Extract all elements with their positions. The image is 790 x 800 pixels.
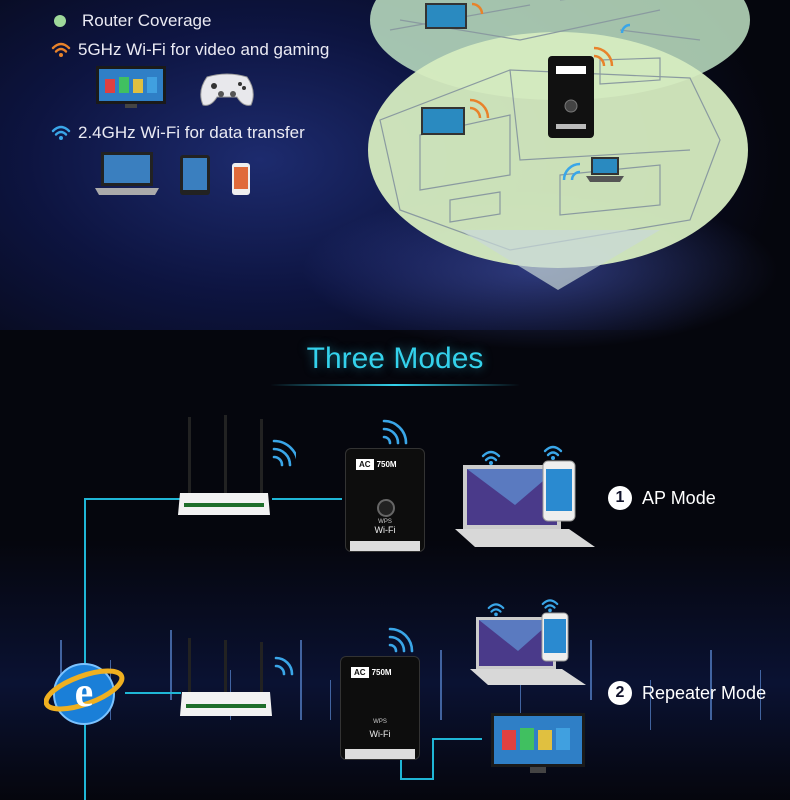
devices-24ghz bbox=[95, 150, 251, 196]
tv-icon bbox=[96, 66, 166, 108]
connector-line bbox=[400, 778, 434, 780]
internet-icon: e bbox=[44, 663, 125, 725]
legend-5ghz: 5GHz Wi-Fi for video and gaming bbox=[50, 37, 370, 63]
wifi-orange-icon bbox=[51, 42, 71, 57]
connector-line bbox=[432, 738, 482, 740]
connector-line bbox=[272, 498, 342, 500]
connector-line bbox=[84, 498, 180, 500]
svg-text:e: e bbox=[75, 670, 94, 716]
legend-5ghz-label: 5GHz Wi-Fi for video and gaming bbox=[78, 40, 330, 59]
section-title: Three Modes bbox=[306, 342, 484, 375]
device-badge: AC bbox=[351, 667, 369, 678]
mode-number: 2 bbox=[608, 681, 632, 705]
device-unit-ap: AC 750M WPS Wi-Fi bbox=[345, 448, 425, 552]
wifi-blue-icon bbox=[481, 450, 501, 465]
legend-24ghz: 2.4GHz Wi-Fi for data transfer bbox=[50, 120, 370, 146]
wps-label: WPS bbox=[373, 719, 387, 725]
wps-button bbox=[377, 499, 395, 517]
tv-icon bbox=[491, 713, 585, 773]
legend: Router Coverage 5GHz Wi-Fi for video and… bbox=[50, 8, 370, 63]
title-underline bbox=[270, 384, 520, 386]
coverage-dot-icon bbox=[54, 15, 66, 27]
legend-24: 2.4GHz Wi-Fi for data transfer bbox=[50, 120, 370, 146]
device-model: 750M bbox=[376, 460, 397, 469]
laptop-icon bbox=[95, 152, 159, 195]
connector-line bbox=[125, 692, 181, 694]
device-badge: AC bbox=[356, 459, 374, 470]
wifi-blue-icon bbox=[543, 445, 563, 460]
connector-line bbox=[432, 738, 434, 780]
wifi-blue-icon bbox=[541, 599, 559, 613]
connector-line bbox=[400, 760, 402, 780]
mode-label: Repeater Mode bbox=[642, 682, 767, 703]
wps-label: WPS bbox=[378, 519, 392, 525]
legend-24ghz-label: 2.4GHz Wi-Fi for data transfer bbox=[78, 123, 305, 142]
laptop-icon bbox=[455, 465, 595, 547]
wifi-blue-icon bbox=[51, 125, 71, 140]
wifi-blue-icon bbox=[382, 419, 408, 445]
wifi-blue-icon bbox=[487, 603, 505, 617]
devices-5ghz bbox=[95, 65, 257, 109]
wired-router bbox=[178, 415, 296, 515]
gamepad-icon bbox=[200, 73, 254, 106]
mode-number: 1 bbox=[608, 486, 632, 510]
legend-coverage-label: Router Coverage bbox=[82, 11, 212, 30]
device-brand: Wi-Fi bbox=[369, 729, 391, 739]
legend-coverage: Router Coverage bbox=[50, 8, 370, 34]
wired-router bbox=[180, 638, 294, 716]
device-unit-repeater: AC 750M WPS Wi-Fi bbox=[340, 656, 420, 760]
tablet-icon bbox=[180, 155, 210, 195]
floor-plan-illustration bbox=[368, 0, 750, 290]
wifi-blue-icon bbox=[388, 627, 414, 653]
device-brand: Wi-Fi bbox=[374, 525, 396, 535]
mode-repeater: 2 Repeater Mode bbox=[608, 681, 766, 705]
phone-icon bbox=[541, 612, 569, 662]
connector-line bbox=[84, 498, 86, 800]
phone-icon bbox=[542, 460, 576, 522]
mode-label: AP Mode bbox=[642, 487, 716, 508]
laptop-icon bbox=[470, 617, 586, 685]
phone-icon bbox=[232, 163, 250, 195]
device-model: 750M bbox=[371, 668, 392, 677]
mode-ap: 1 AP Mode bbox=[608, 486, 716, 510]
